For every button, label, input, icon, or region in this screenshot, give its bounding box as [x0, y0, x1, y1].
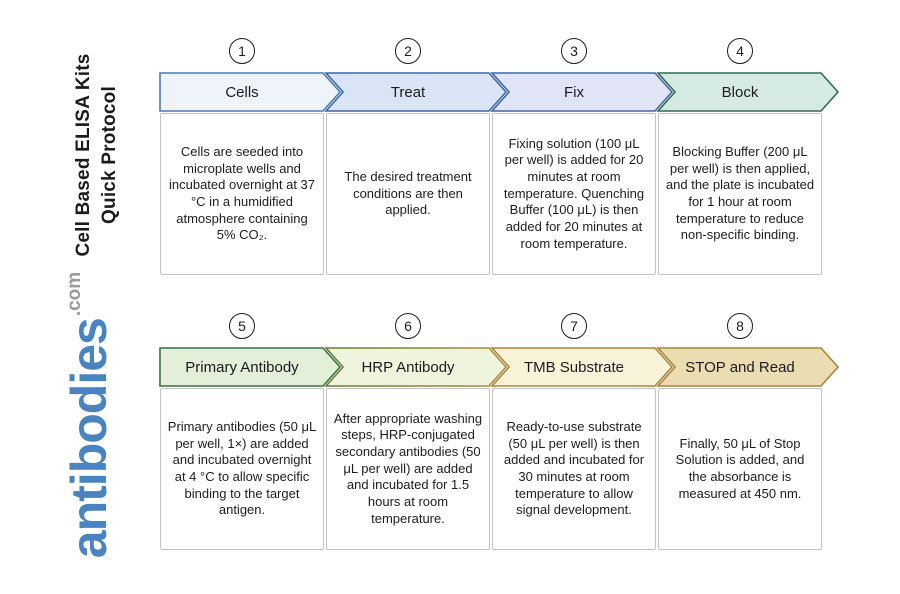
step-description: Fixing solution (100 μL per well) is add… [503, 135, 645, 251]
step-description-box: Primary antibodies (50 μL per well, 1×) … [160, 388, 324, 550]
step-number-badge: 5 [229, 313, 255, 339]
process-arrow-fix [490, 72, 674, 112]
process-arrow-tmb [490, 347, 674, 387]
step-number-row: 1 2 3 4 [160, 38, 840, 64]
protocol-row-1: 1 2 3 4 Cells Treat Fix Block Cells are … [159, 38, 840, 275]
step-description-box: Fixing solution (100 μL per well) is add… [492, 113, 656, 275]
step-description: Primary antibodies (50 μL per well, 1×) … [167, 419, 317, 518]
step-number: 1 [238, 43, 246, 59]
process-arrow-cells [159, 72, 342, 112]
step-number: 4 [736, 43, 744, 59]
step-description-box: The desired treatment conditions are the… [326, 113, 490, 275]
step-description-box: Finally, 50 μL of Stop Solution is added… [658, 388, 822, 550]
step-number: 3 [570, 43, 578, 59]
step-description: Finally, 50 μL of Stop Solution is added… [675, 435, 805, 501]
step-number-badge: 3 [561, 38, 587, 64]
step-description-box: Ready-to-use substrate (50 μL per well) … [492, 388, 656, 550]
process-arrow-hrp [324, 347, 508, 387]
brand-logo-suffix: .com [64, 271, 85, 317]
step-number: 2 [404, 43, 412, 59]
step-description: The desired treatment conditions are the… [344, 169, 472, 218]
protocol-row-2: 5 6 7 8 Primary Antibody HRP Anti [159, 313, 840, 550]
page-title: Cell Based ELISA Kits Quick Protocol [69, 35, 125, 275]
step-number-badge: 1 [229, 38, 255, 64]
step-number-badge: 4 [727, 38, 753, 64]
step-number: 6 [404, 318, 412, 334]
process-arrow-stop-read [656, 347, 840, 387]
step-description-box: After appropriate washing steps, HRP-con… [326, 388, 490, 550]
page-title-line1: Cell Based ELISA Kits [73, 53, 95, 257]
arrow-banner: Cells Treat Fix Block [159, 72, 840, 112]
description-row: Cells are seeded into microplate wells a… [160, 113, 840, 275]
brand-logo: antibodies .com [59, 255, 119, 575]
process-arrow-svg [159, 72, 840, 112]
process-arrow-svg [159, 347, 840, 387]
step-number-row: 5 6 7 8 [160, 313, 840, 339]
step-description: Blocking Buffer (200 μL per well) is the… [665, 144, 815, 243]
process-arrow-treat [324, 72, 508, 112]
step-number: 7 [570, 318, 578, 334]
brand-logo-text: antibodies [61, 318, 117, 559]
page-title-line2: Quick Protocol [99, 86, 120, 224]
step-description-box: Blocking Buffer (200 μL per well) is the… [658, 113, 822, 275]
process-arrow-block [656, 72, 840, 112]
arrow-banner: Primary Antibody HRP Antibody TMB Substr… [159, 347, 840, 387]
description-row: Primary antibodies (50 μL per well, 1×) … [160, 388, 840, 550]
step-number-badge: 7 [561, 313, 587, 339]
step-description: After appropriate washing steps, HRP-con… [333, 410, 483, 526]
step-number: 5 [238, 318, 246, 334]
step-description-box: Cells are seeded into microplate wells a… [160, 113, 324, 275]
step-number-badge: 2 [395, 38, 421, 64]
step-number: 8 [736, 318, 744, 334]
step-description: Ready-to-use substrate (50 μL per well) … [503, 419, 645, 518]
step-description: Cells are seeded into microplate wells a… [169, 144, 315, 243]
step-number-badge: 6 [395, 313, 421, 339]
process-arrow-primary [159, 347, 342, 387]
step-number-badge: 8 [727, 313, 753, 339]
